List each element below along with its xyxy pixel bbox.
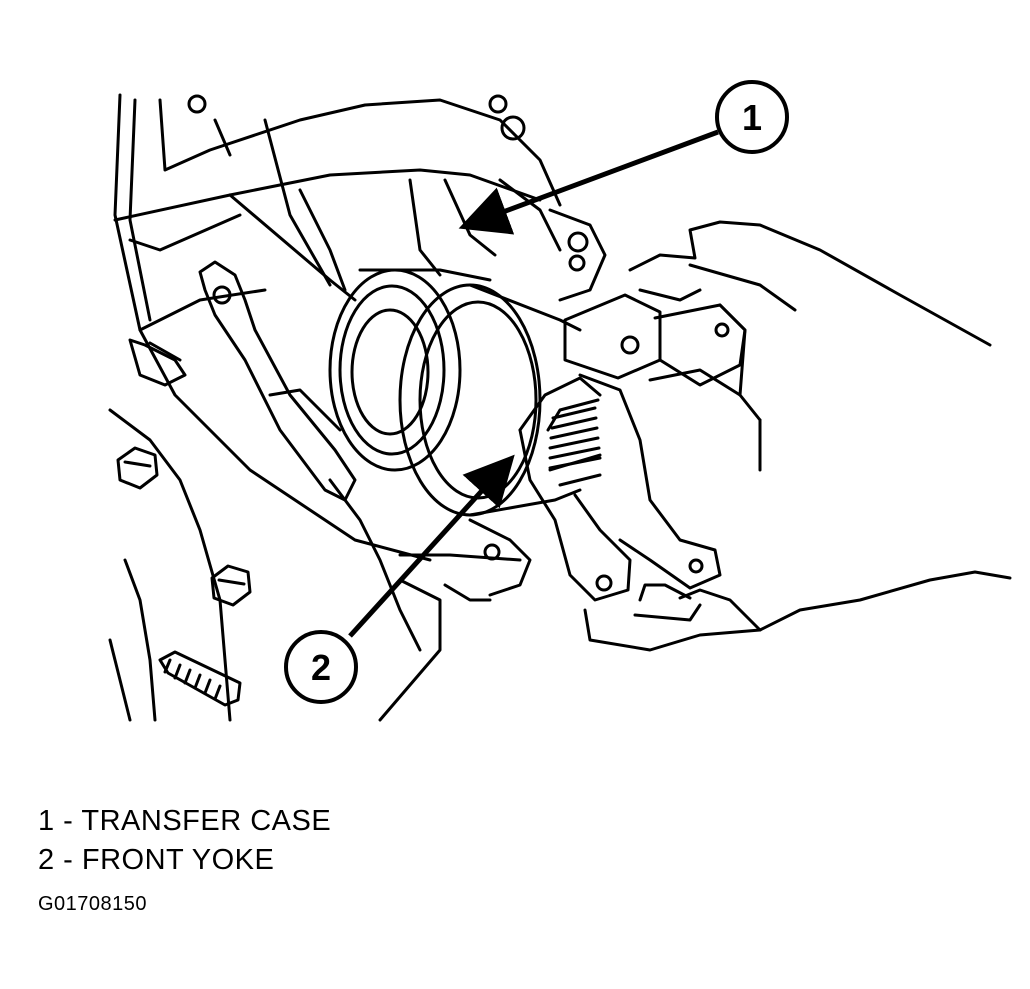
legend-item-front-yoke: 2 - FRONT YOKE xyxy=(38,844,275,876)
output-seal xyxy=(328,268,492,472)
callout-1: 1 xyxy=(715,80,789,154)
callout-arrows xyxy=(348,129,719,638)
callout-2-arrow xyxy=(348,454,515,638)
callout-1-arrow xyxy=(458,129,719,235)
service-illustration: 1 2 xyxy=(108,80,1012,722)
legend: 1 - TRANSFER CASE 2 - FRONT YOKE xyxy=(38,802,331,880)
callout-1-number: 1 xyxy=(742,97,762,138)
legend-item-transfer-case: 1 - TRANSFER CASE xyxy=(38,805,332,837)
callout-2-number: 2 xyxy=(311,647,331,688)
figure-id: G01708150 xyxy=(38,893,148,915)
shift-linkage xyxy=(198,260,357,502)
front-yoke xyxy=(398,283,747,602)
housing-bolts xyxy=(116,446,252,707)
callout-2: 2 xyxy=(284,630,358,704)
technician-hand xyxy=(583,220,1012,652)
